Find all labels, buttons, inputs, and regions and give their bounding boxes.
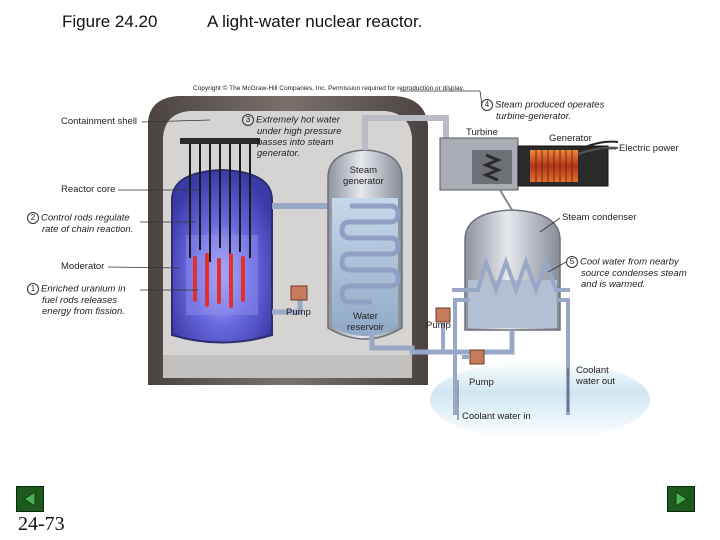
label-coolant-out: Coolant water out bbox=[576, 365, 615, 387]
label-reactor-core: Reactor core bbox=[61, 184, 116, 195]
cool-line2: source condenses steam bbox=[581, 268, 687, 279]
label-pump-left: Pump bbox=[286, 307, 311, 318]
exhaust-pipe bbox=[499, 189, 513, 211]
control-rod-drive bbox=[180, 138, 260, 144]
label-coolant-in: Coolant water in bbox=[462, 411, 531, 422]
return-pipe bbox=[272, 300, 303, 315]
cool-line1: Cool water from nearby bbox=[580, 256, 679, 268]
pump-bottom-body bbox=[469, 349, 485, 365]
fuel-rods bbox=[193, 253, 245, 308]
reactor-core-block bbox=[186, 235, 258, 315]
hot-water-line4: generator. bbox=[257, 148, 300, 159]
arrow-left-icon bbox=[23, 491, 36, 507]
turbine-rotor bbox=[482, 153, 502, 182]
label-electric-power: Electric power bbox=[619, 143, 679, 154]
control-rods bbox=[189, 140, 251, 262]
copyright-notice: Copyright © The McGraw-Hill Companies, I… bbox=[193, 85, 465, 92]
figure-title: A light-water nuclear reactor. bbox=[207, 12, 423, 31]
label-turbine: Turbine bbox=[466, 127, 498, 138]
label-steam-condenser: Steam condenser bbox=[562, 212, 637, 223]
water-reservoir-line2: reservoir bbox=[347, 322, 384, 333]
enriched-line1: Enriched uranium in bbox=[41, 283, 126, 295]
cool-line3: and is warmed. bbox=[581, 279, 646, 290]
steam-line2: turbine-generator. bbox=[496, 111, 572, 122]
step-2-badge: 2 bbox=[27, 212, 39, 224]
pump-left-body bbox=[290, 285, 308, 301]
next-slide-button[interactable] bbox=[667, 486, 695, 512]
label-moderator: Moderator bbox=[61, 261, 105, 272]
label-pump-bottom: Pump bbox=[469, 377, 494, 388]
label-steam-generator: Steam generator bbox=[343, 165, 384, 187]
enriched-line3: energy from fission. bbox=[42, 306, 125, 317]
hot-water-line3: passes into steam bbox=[257, 137, 334, 148]
steam-generator-line2: generator bbox=[343, 176, 384, 187]
arrow-right-icon bbox=[675, 491, 688, 507]
steam-pipe bbox=[362, 115, 449, 150]
step-4-badge: 4 bbox=[481, 99, 493, 111]
enriched-line2: fuel rods releases bbox=[42, 295, 117, 306]
containment-floor bbox=[163, 355, 412, 378]
previous-slide-button[interactable] bbox=[16, 486, 44, 512]
coolant-out-line2: water out bbox=[576, 376, 616, 387]
control-rods-line2: rate of chain reaction. bbox=[42, 224, 134, 235]
coolant-in-pipe bbox=[453, 298, 470, 415]
step-1-badge: 1 bbox=[27, 283, 39, 295]
slide-number: 24-73 bbox=[18, 513, 65, 535]
hot-water-line2: under high pressure bbox=[257, 126, 342, 137]
label-containment-shell: Containment shell bbox=[61, 116, 138, 127]
coolant-lake bbox=[430, 360, 650, 440]
steam-generator-line1: Steam bbox=[349, 165, 378, 176]
label-water-reservoir: Water reservoir bbox=[347, 311, 384, 333]
steam-generator-coil bbox=[339, 203, 401, 305]
step-5-badge: 5 bbox=[566, 256, 578, 268]
water-reservoir-line1: Water bbox=[352, 311, 378, 322]
control-rods-line1: Control rods regulate bbox=[41, 212, 130, 224]
condensate-pipe bbox=[369, 330, 515, 355]
label-generator: Generator bbox=[549, 133, 592, 144]
hot-water-line1: Extremely hot water bbox=[256, 114, 340, 126]
label-pump-middle: Pump bbox=[426, 320, 451, 331]
power-wires bbox=[577, 140, 619, 151]
step-3-badge: 3 bbox=[242, 114, 254, 126]
figure-number: Figure 24.20 bbox=[62, 12, 158, 31]
condenser-water bbox=[468, 280, 557, 328]
steam-line1: Steam produced operates bbox=[495, 99, 605, 111]
coolant-out-line1: Coolant bbox=[576, 365, 609, 376]
